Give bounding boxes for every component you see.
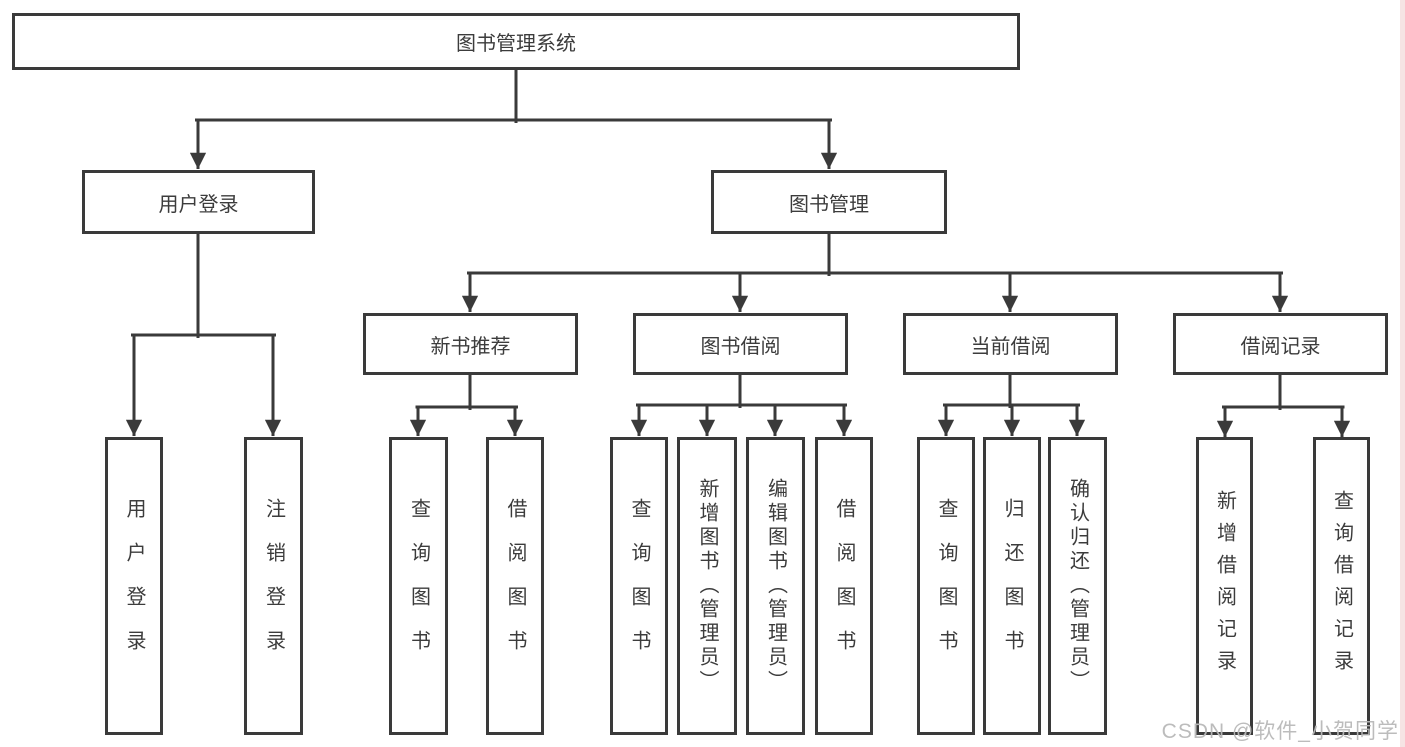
node-root-label: 图书管理系统 (456, 33, 576, 55)
node-book-borrow: 图书借阅 (633, 313, 848, 375)
node-label: 用户登录 (158, 193, 239, 216)
leaf-query-books-recommend: 查询图书 (389, 437, 448, 735)
leaf-label: 编辑图书（管理员） (764, 478, 787, 694)
node-new-book-recommend: 新书推荐 (363, 313, 578, 375)
leaf-query-books-current: 查询图书 (917, 437, 975, 735)
leaf-borrow-books: 借阅图书 (815, 437, 873, 735)
leaf-label: 新增图书（管理员） (696, 478, 718, 694)
node-label: 新书推荐 (430, 335, 511, 358)
node-label: 借阅记录 (1240, 335, 1321, 358)
leaf-label: 借阅图书 (833, 498, 855, 674)
node-user-login-branch: 用户登录 (82, 170, 315, 234)
leaf-query-books-borrow: 查询图书 (610, 437, 668, 735)
right-edge-strip (1400, 0, 1405, 747)
leaf-edit-books-admin: 编辑图书（管理员） (746, 437, 805, 735)
leaf-confirm-return-admin: 确认归还（管理员） (1048, 437, 1107, 735)
csdn-watermark: CSDN @软件_小贺同学 (1161, 720, 1399, 743)
node-book-management-branch: 图书管理 (711, 170, 947, 234)
leaf-return-books: 归还图书 (983, 437, 1041, 735)
leaf-borrow-books-recommend: 借阅图书 (486, 437, 544, 735)
leaf-query-borrow-record: 查询借阅记录 (1313, 437, 1370, 735)
leaf-label: 用户登录 (123, 498, 145, 674)
leaf-logout: 注销登录 (244, 437, 303, 735)
leaf-label: 归还图书 (1001, 498, 1023, 674)
leaf-add-books-admin: 新增图书（管理员） (677, 437, 737, 735)
leaf-label: 注销登录 (262, 498, 285, 674)
leaf-label: 确认归还（管理员） (1066, 478, 1089, 694)
node-label: 图书借阅 (700, 335, 781, 358)
leaf-label: 新增借阅记录 (1213, 490, 1236, 682)
leaf-add-borrow-record: 新增借阅记录 (1196, 437, 1253, 735)
leaf-label: 借阅图书 (504, 498, 526, 674)
node-borrow-records: 借阅记录 (1173, 313, 1388, 375)
connector-arrows (125, 120, 1351, 437)
leaf-label: 查询图书 (407, 498, 430, 674)
node-label: 图书管理 (789, 193, 869, 216)
node-root-library-management-system: 图书管理系统 (12, 13, 1020, 70)
leaf-label: 查询图书 (628, 498, 650, 674)
node-label: 当前借阅 (970, 335, 1051, 358)
leaf-label: 查询图书 (935, 498, 957, 674)
node-current-borrow: 当前借阅 (903, 313, 1118, 375)
leaf-user-login: 用户登录 (105, 437, 163, 735)
leaf-label: 查询借阅记录 (1330, 490, 1353, 682)
